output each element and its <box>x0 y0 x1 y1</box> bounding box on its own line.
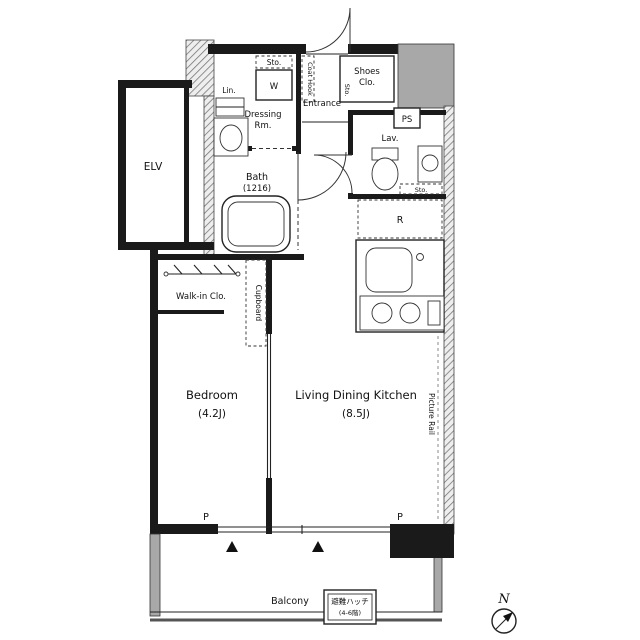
wall-left-upper <box>203 95 215 257</box>
shoes-closet-box <box>339 55 395 103</box>
label-pillar-right: P <box>397 512 403 523</box>
label-walk-in-closet: Walk-in Clo. <box>176 292 226 302</box>
label-entrance: Entrance <box>303 99 341 109</box>
labels: ELV Entrance Coat Hook Shoes Clo. Sto. S… <box>144 58 511 617</box>
label-bath-1: Bath <box>246 172 268 183</box>
hall-door-arc <box>297 151 347 201</box>
lav-basin <box>421 154 439 172</box>
hanger-hatch-tick <box>173 264 183 275</box>
label-sto-washer: Sto. <box>267 58 282 67</box>
ps-box <box>393 107 421 129</box>
wall-bath-south <box>150 254 304 260</box>
stove-burner-right <box>399 302 421 324</box>
hanger-hatch-tick <box>227 264 237 275</box>
elv-wall-bottom <box>118 242 214 250</box>
wall-top-b <box>348 44 400 54</box>
wall-partition-upper <box>266 258 272 334</box>
wall-lav-west-upper <box>348 110 353 155</box>
label-shoes-closet-1: Shoes <box>354 67 380 77</box>
wall-right <box>443 105 455 535</box>
washer-storage-box <box>255 55 293 69</box>
vanity-basin <box>219 124 243 152</box>
toilet-bowl <box>371 157 399 191</box>
cupboard-box <box>245 259 267 347</box>
label-refrigerator: R <box>397 215 404 226</box>
wall-lav-south <box>348 194 446 199</box>
label-linen: Lin. <box>222 86 235 95</box>
wall-top-a <box>208 44 306 54</box>
kitchen-faucet <box>416 253 424 261</box>
label-evac-hatch-1: 避難ハッチ <box>331 596 369 606</box>
label-elv: ELV <box>144 161 163 173</box>
lav-storage-box <box>399 183 443 195</box>
wall-partition-lower <box>266 478 272 534</box>
wall-bottom-left <box>150 524 218 534</box>
entrance-door-arc <box>305 7 351 53</box>
lines <box>150 53 442 622</box>
stove-grill <box>427 300 441 326</box>
balcony-wall-left <box>149 533 161 617</box>
hanger-pipe-end-right <box>235 271 241 277</box>
label-ps: PS <box>402 115 413 125</box>
label-lav: Lav. <box>381 134 398 144</box>
elv-wall-left <box>118 80 126 250</box>
kitchen-sink <box>365 247 413 293</box>
label-ldk: Living Dining Kitchen <box>295 388 417 402</box>
marker-triangle-left <box>226 541 238 552</box>
coat-hook-box <box>301 55 315 103</box>
label-dressing-2: Rm. <box>255 121 272 131</box>
label-pillar-left: P <box>203 512 209 523</box>
label-picture-rail: Picture Rail <box>427 393 436 435</box>
lav-door-arc <box>313 154 353 194</box>
stove-burner-left <box>371 302 393 324</box>
elv-wall-right <box>184 84 189 246</box>
label-dressing-1: Dressing <box>244 110 281 120</box>
label-cupboard: Cupboard <box>254 285 263 322</box>
label-washer: W <box>270 82 279 92</box>
label-shoes-closet-2: Clo. <box>359 78 375 88</box>
compass-needle-head <box>503 612 513 622</box>
hanger-hatch-tick <box>193 264 203 275</box>
marker-triangle-right <box>312 541 324 552</box>
wall-dressing-bath-b <box>292 146 301 151</box>
label-sto-lav: Sto. <box>415 186 428 194</box>
label-balcony: Balcony <box>271 596 309 607</box>
evac-hatch-inner <box>327 593 373 621</box>
label-bedroom: Bedroom <box>186 388 238 402</box>
label-sto-shoes: Sto. <box>343 84 351 97</box>
north-compass <box>491 608 517 634</box>
column-top-right <box>397 43 455 109</box>
label-coat-hook: Coat Hook <box>306 62 314 96</box>
hanger-pipe-end-left <box>163 271 169 277</box>
hanger-hatch-tick <box>213 264 223 275</box>
bathtub-inner <box>227 201 285 247</box>
wall-hall-west <box>296 54 301 154</box>
label-bedroom-size: (4.2J) <box>198 408 226 420</box>
wall-left-lower <box>150 250 158 534</box>
doors <box>297 7 353 201</box>
walls <box>118 39 455 617</box>
elv-wall-top <box>118 80 192 88</box>
label-north: N <box>497 592 510 607</box>
washer-box <box>255 69 293 101</box>
label-ldk-size: (8.5J) <box>342 408 370 420</box>
fixtures <box>163 55 445 625</box>
wall-bottom-right-block <box>390 524 454 558</box>
label-bath-2: (1216) <box>243 184 271 194</box>
label-evac-hatch-2: (4-6階) <box>339 608 361 617</box>
